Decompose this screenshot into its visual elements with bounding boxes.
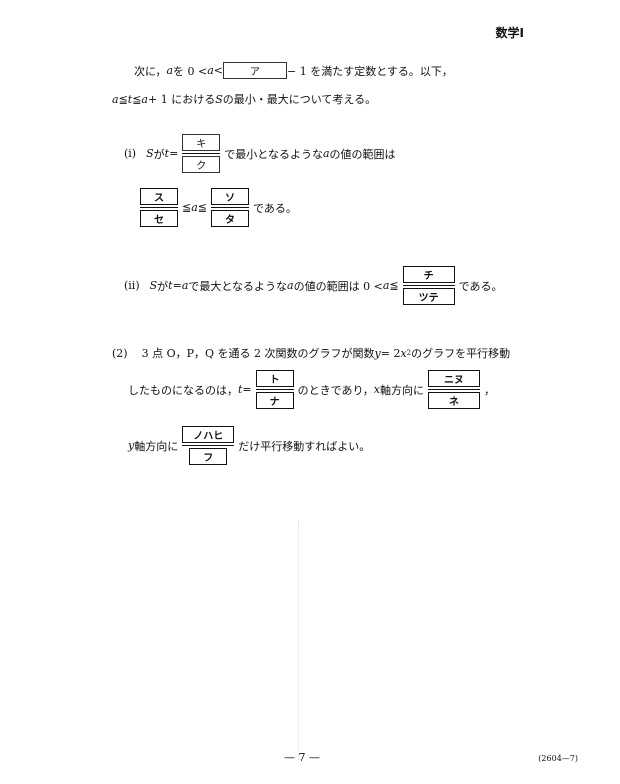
answer-box-ki: キ bbox=[182, 134, 221, 151]
part-2-line-3: y 軸方向に ノハヒ フ だけ平行移動すればよい。 bbox=[128, 426, 370, 465]
part-i-label: (i) bbox=[124, 147, 137, 160]
fraction-bar bbox=[182, 445, 235, 446]
answer-box-ninu: ニヌ bbox=[427, 370, 480, 387]
text: の値の範囲は bbox=[329, 147, 396, 161]
text: のときであり， bbox=[297, 383, 374, 397]
fraction-chi-tsute: チ ツテ bbox=[402, 266, 455, 305]
text: が bbox=[153, 147, 165, 161]
fraction-so-ta: ソ タ bbox=[211, 188, 249, 227]
fraction-bar bbox=[140, 207, 178, 208]
text: したものになるのは， bbox=[128, 383, 238, 397]
fraction-to-na: ト ナ bbox=[255, 370, 294, 409]
answer-box-so: ソ bbox=[211, 188, 249, 205]
var-a: a bbox=[112, 92, 119, 106]
var-s: S bbox=[149, 279, 158, 292]
answer-box-nohahi: ノハヒ bbox=[182, 426, 235, 443]
text: ≦ bbox=[197, 201, 207, 214]
answer-box-ku: ク bbox=[182, 156, 221, 173]
fraction-su-se: ス セ bbox=[140, 188, 178, 227]
text: ≦ bbox=[389, 279, 399, 292]
var-y: y bbox=[128, 439, 135, 452]
var-x: x bbox=[373, 383, 380, 396]
var-t: t bbox=[127, 92, 133, 106]
answer-box-fu: フ bbox=[189, 448, 228, 465]
fraction-bar bbox=[182, 153, 221, 154]
var-t: t bbox=[168, 279, 173, 292]
part-2-line-1: (2) 3 点 O，P，Q を通る 2 次関数のグラフが関数 y = 2 x 2… bbox=[112, 345, 510, 361]
answer-box-ne: ネ bbox=[427, 392, 480, 409]
text: = bbox=[172, 279, 182, 292]
answer-box-se: セ bbox=[140, 210, 178, 227]
part-ii-line: (ii) S が t = a で最大となるような a の値の範囲は 0 < a … bbox=[124, 266, 503, 305]
page-number: — 7 — bbox=[284, 751, 320, 764]
exponent: 2 bbox=[406, 349, 412, 357]
text: で最小となるような bbox=[224, 147, 323, 161]
part-2-label: (2) bbox=[112, 346, 128, 360]
text: ≦ bbox=[118, 92, 128, 106]
page-code: (2604—7) bbox=[538, 754, 578, 763]
part-ii-label: (ii) bbox=[124, 279, 140, 292]
var-a: a bbox=[191, 201, 198, 214]
answer-box-ta: タ bbox=[211, 210, 249, 227]
text: = bbox=[242, 383, 252, 396]
fraction-bar bbox=[402, 285, 455, 286]
fraction-bar bbox=[427, 389, 480, 390]
var-a: a bbox=[181, 279, 189, 292]
answer-box-a: ア bbox=[223, 62, 288, 79]
text: 次に， bbox=[134, 64, 167, 78]
part-i-line-1: (i) S が t = キ ク で最小となるような a の値の範囲は bbox=[124, 134, 396, 173]
text: である。 bbox=[458, 279, 503, 293]
var-t: t bbox=[164, 147, 170, 160]
var-a: a bbox=[287, 279, 294, 292]
text: で最大となるような bbox=[188, 279, 288, 293]
text: 軸方向に bbox=[134, 439, 179, 453]
text: の最小・最大について考える。 bbox=[222, 93, 377, 106]
part-i-line-2: ス セ ≦ a ≦ ソ タ である。 bbox=[136, 188, 297, 227]
answer-box-na: ナ bbox=[255, 392, 294, 409]
text: だけ平行移動すればよい。 bbox=[238, 439, 371, 453]
text: である。 bbox=[253, 201, 297, 215]
fraction-ninu-ne: ニヌ ネ bbox=[427, 370, 480, 409]
fold-line bbox=[298, 520, 299, 760]
answer-box-to: ト bbox=[255, 370, 294, 387]
text: を 0 < bbox=[173, 64, 208, 78]
text: ≦ bbox=[132, 92, 142, 106]
text: ， bbox=[483, 383, 495, 397]
intro-line-2: a ≦ t ≦ a + 1 における S の最小・最大について考える。 bbox=[112, 91, 376, 107]
var-a: a bbox=[166, 64, 174, 77]
var-y: y bbox=[374, 346, 381, 360]
fraction-nohahi-fu: ノハヒ フ bbox=[182, 426, 235, 465]
var-a: a bbox=[141, 92, 148, 106]
text: = bbox=[169, 147, 179, 160]
intro-line-1: 次に， a を 0 < a < ア − 1 を満たす定数とする。以下， bbox=[134, 62, 453, 79]
var-a: a bbox=[322, 147, 330, 160]
subject-header: 数学Ⅰ bbox=[495, 26, 524, 40]
text: 3 点 O，P，Q を通る 2 次関数のグラフが関数 bbox=[141, 347, 375, 360]
answer-box-tsute: ツテ bbox=[402, 288, 455, 305]
var-s: S bbox=[146, 147, 154, 160]
var-s: S bbox=[215, 92, 223, 106]
text: < bbox=[213, 64, 224, 77]
text: 軸方向に bbox=[379, 383, 424, 397]
text: のグラフを平行移動 bbox=[411, 347, 511, 360]
var-t: t bbox=[238, 383, 243, 396]
text: = 2 bbox=[380, 346, 401, 360]
var-a: a bbox=[382, 279, 390, 292]
part-2-line-2: したものになるのは， t = ト ナ のときであり， x 軸方向に ニヌ ネ ， bbox=[128, 370, 495, 409]
var-a: a bbox=[207, 64, 214, 77]
text: ≦ bbox=[182, 201, 192, 214]
text: − 1 を満たす定数とする。以下， bbox=[287, 64, 453, 78]
text: が bbox=[157, 279, 169, 293]
var-x: x bbox=[400, 346, 407, 360]
text: の値の範囲は 0 < bbox=[293, 279, 383, 293]
fraction-bar bbox=[255, 389, 294, 390]
answer-box-su: ス bbox=[140, 188, 178, 205]
answer-box-chi: チ bbox=[402, 266, 455, 283]
fraction-ki-ku: キ ク bbox=[182, 134, 221, 173]
fraction-bar bbox=[211, 207, 249, 208]
text: + 1 における bbox=[147, 93, 216, 106]
